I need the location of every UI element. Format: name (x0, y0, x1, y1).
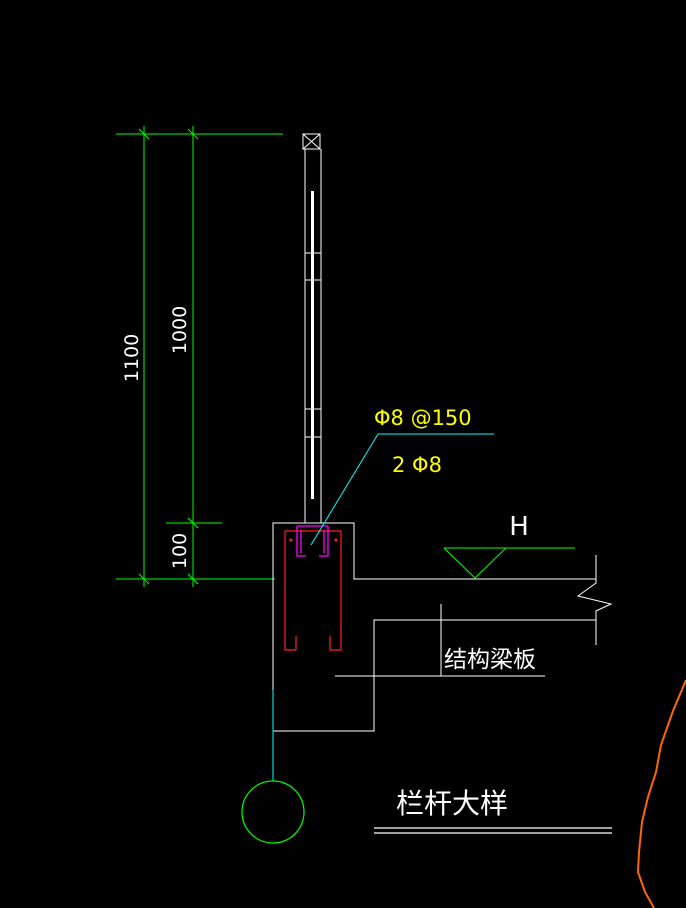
boundary-line (636, 679, 686, 908)
dimension-rail-height: 1000 (169, 306, 191, 354)
railing-post (302, 133, 322, 523)
railing-inner-bar (311, 191, 314, 499)
grid-bubble (241, 780, 305, 844)
curb-rebar (284, 530, 342, 651)
level-mark-symbol (443, 547, 575, 579)
longitudinal-bar-left (289, 538, 293, 542)
level-mark-label: H (509, 512, 529, 542)
dimension-lines (116, 126, 283, 587)
curb-outline (272, 522, 613, 732)
slab-label: 结构梁板 (444, 647, 536, 673)
stirrup-spec-label: Φ8 @150 (374, 406, 472, 430)
dimension-overall-height: 1100 (121, 334, 143, 382)
title-underline (374, 827, 612, 834)
dimension-curb-height: 100 (169, 533, 191, 569)
longitudinal-bars-label: 2 Φ8 (392, 453, 442, 477)
drawing-title: 栏杆大样 (396, 787, 508, 820)
rebar-leader (310, 433, 494, 546)
longitudinal-bar-right (334, 538, 338, 542)
